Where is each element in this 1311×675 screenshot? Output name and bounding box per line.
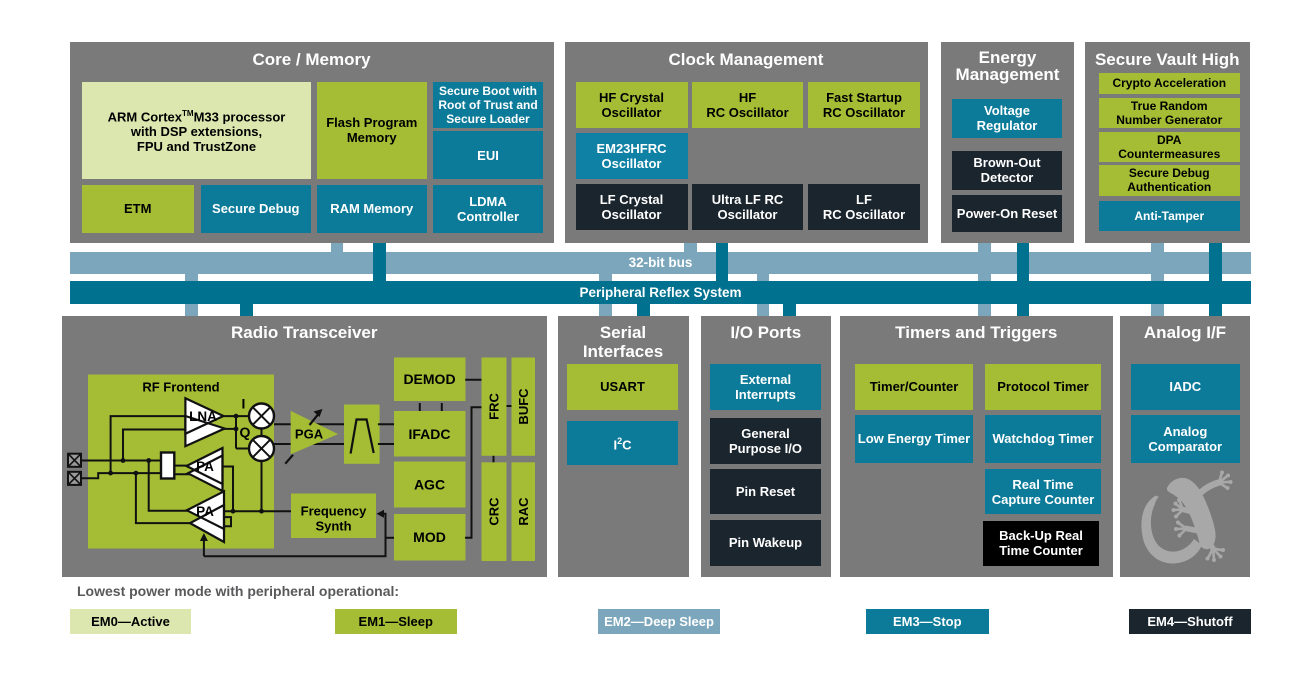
svg-text:LNA: LNA — [189, 409, 217, 424]
svg-text:IFADC: IFADC — [409, 426, 451, 442]
svg-text:AGC: AGC — [414, 476, 445, 492]
svg-text:DEMOD: DEMOD — [403, 371, 455, 387]
svg-text:FRC: FRC — [487, 392, 502, 419]
svg-text:Synth: Synth — [315, 518, 351, 533]
svg-text:Q: Q — [240, 424, 251, 440]
svg-text:RAC: RAC — [516, 496, 531, 525]
svg-text:BUFC: BUFC — [516, 387, 531, 424]
svg-text:Frequency: Frequency — [301, 503, 368, 518]
svg-text:PGA: PGA — [295, 426, 324, 441]
svg-text:I: I — [242, 395, 246, 411]
svg-text:CRC: CRC — [487, 496, 502, 525]
svg-text:PA: PA — [196, 459, 214, 474]
svg-text:MOD: MOD — [413, 529, 446, 545]
svg-text:PA: PA — [196, 504, 214, 519]
svg-text:RF Frontend: RF Frontend — [142, 379, 219, 394]
